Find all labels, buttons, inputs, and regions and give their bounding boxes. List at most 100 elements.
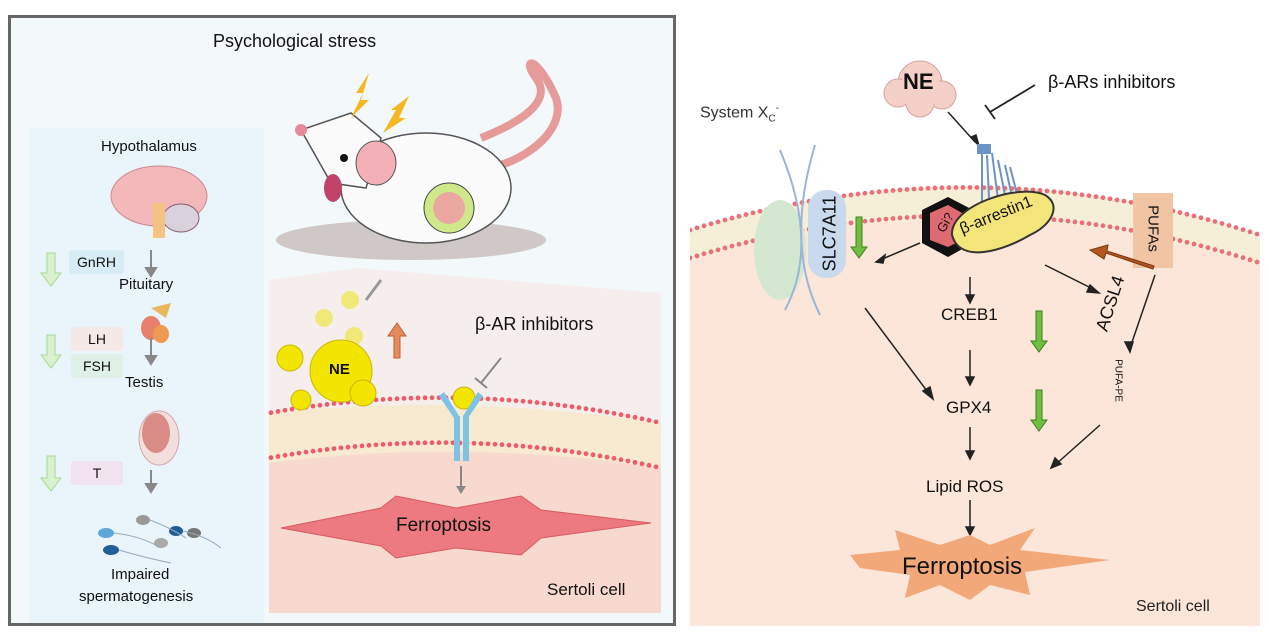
lipid-head [1240,255,1246,261]
lipid-head [597,453,603,459]
sperm-illustration [98,515,222,564]
lipid-head [562,403,568,409]
lipid-head [317,447,323,453]
lipid-head [1086,221,1092,227]
lipid-head [373,442,379,448]
acsl4-up-arrow [1088,244,1155,270]
decrease-arrows-right [850,216,1048,432]
right-panel-graphics [690,60,1260,626]
sperm-head [154,538,168,548]
mouse-eye [340,154,348,162]
arrestin-to-creb1-arrow [964,294,976,305]
stress-lightning-icon [383,96,409,133]
lipid-head [1191,241,1197,247]
lipid-head [422,395,428,401]
lipid-head [604,409,610,415]
lipid-head [520,398,526,404]
lipid-head [1023,186,1029,192]
lipid-head [394,396,400,402]
xc-light-chain [754,200,806,300]
creb1-to-gpx4-arrow [964,376,976,387]
lipid-head [1107,196,1113,202]
sperm-head [136,515,150,525]
beta-arrestin1-protein [950,190,1055,254]
lipid-head [380,397,386,402]
ne-vesicle [349,379,377,407]
lipid-head [1051,189,1057,195]
lipid-head [988,185,994,191]
lipid-head [890,216,896,221]
lipid-head [904,187,910,192]
receptor-to-ferroptosis-arrow [456,466,466,494]
pituitary-stalk [151,303,171,318]
gpx4-to-ros-arrow [964,450,976,461]
transporter-strands [779,144,821,316]
lipid-head [548,401,554,407]
lipid-head [1226,251,1232,256]
lipid-head [708,221,714,227]
lipid-head [478,441,484,446]
lipid-head [722,245,728,251]
lipid-head [583,451,589,457]
lipid-head [632,459,638,465]
title-psychological-stress: Psychological stress [213,31,377,51]
lipid-head [331,446,337,451]
lipid-head [1044,188,1050,194]
lipid-head [506,442,512,448]
lipid-head [1016,186,1022,192]
testis-inset-organ [433,192,465,224]
lipid-head [541,400,547,406]
brain-illustration [110,165,208,238]
lipid-head [583,406,589,412]
lipid-head [310,448,316,454]
lipid-head [555,402,561,408]
lipid-head [911,214,917,220]
lipid-head [345,444,351,450]
lipid-head [848,220,854,226]
lipid-head [876,189,882,195]
lipid-head [380,442,386,447]
lipid-head [974,185,980,190]
lipid-head [701,223,707,229]
label-beta-ars-inhibitors: β-ARs inhibitors [1048,72,1176,92]
system-xc-text: System X [700,104,769,122]
lipid-head [1226,223,1232,228]
lipid-head [506,397,512,403]
lipid-head [499,442,505,448]
lipid-head [359,443,365,449]
lipid-head [646,462,652,468]
lipid-head [282,407,288,413]
lipid-head [1093,194,1099,200]
system-xc-subscript: C [768,113,776,125]
lipid-head [967,185,973,190]
lipid-head [1254,231,1260,237]
lipid-head [471,440,477,446]
lipid-head [415,395,421,401]
lipid-head [743,240,749,245]
label-pufa-pe: PUFA-PE [1112,359,1124,402]
tag-lh: LH [71,327,123,351]
lipid-head [1205,217,1211,223]
lipid-head [743,212,749,217]
lipid-head [694,225,700,231]
pufas-box [1133,193,1173,268]
lipid-head [387,441,393,447]
lipid-head [897,187,903,193]
label-testis: Testis [125,374,164,391]
lipid-head [1240,227,1246,233]
lipid-head [597,408,603,414]
lipid-head [883,216,889,222]
arrestin-to-acsl4-arrow [1085,283,1102,294]
lipid-head [289,451,295,457]
lipid-head [324,446,330,452]
lipid-head [1051,217,1057,223]
lipid-head [750,210,756,216]
lipid-head [422,440,428,446]
lipid-head [317,402,323,408]
lipid-head [569,449,575,455]
lipid-head [722,217,728,223]
lipid-head [1247,229,1253,235]
lipid-head [296,450,302,456]
label-slc7a11: SLC7A11 [819,195,840,272]
ferroptosis-burst [280,495,652,559]
